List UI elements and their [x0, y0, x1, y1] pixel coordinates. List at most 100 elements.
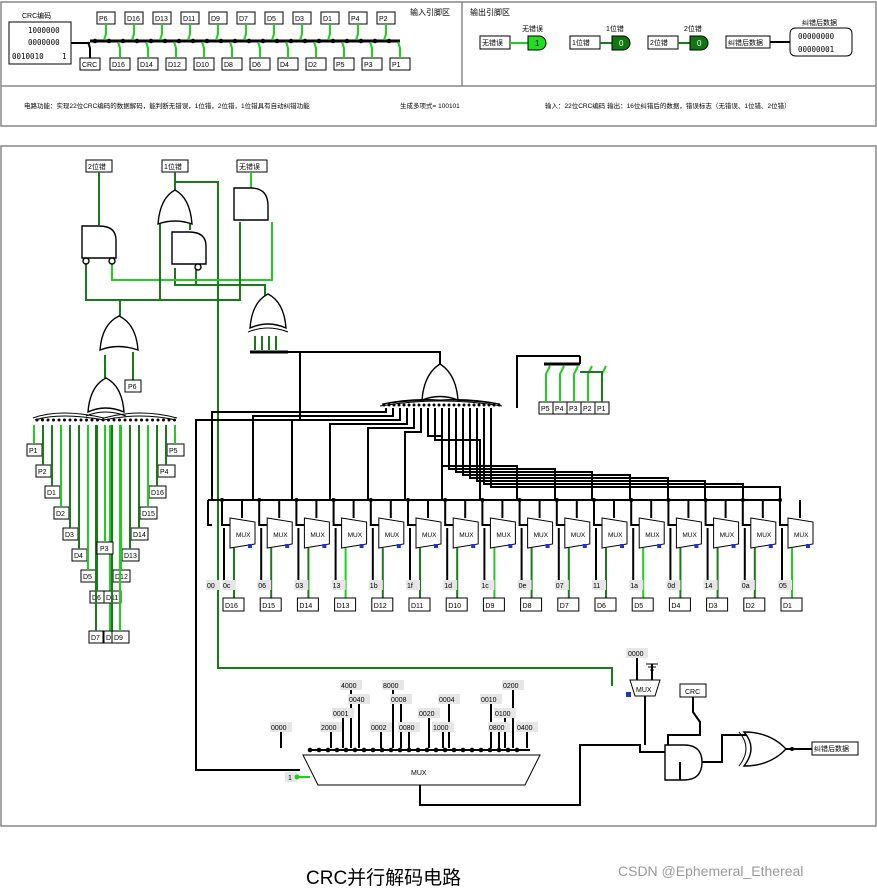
mux-bus-node-15 — [778, 498, 782, 502]
data-out-label-11: D5 — [634, 603, 643, 610]
tree-right-label-6: D12 — [115, 574, 128, 581]
crc-bits-row-1: 1000000 — [28, 26, 60, 35]
big-mux-const-3: 0040 — [349, 697, 365, 704]
status-label-0: 无错误 — [522, 24, 543, 33]
mux-const-0: 00 — [207, 583, 215, 590]
mux-6 — [452, 517, 479, 549]
mux-const-box-5 — [368, 580, 383, 590]
splitter-bottom-label: P1 — [392, 62, 401, 69]
data-out-tunnel-12 — [668, 597, 691, 612]
big-mux-const-15: 0800 — [489, 725, 505, 732]
splitter-node — [204, 38, 210, 44]
splitter-bottom-label: D10 — [196, 62, 209, 69]
tree-right-label-2: D16 — [151, 490, 164, 497]
mux-label-6: MUX — [459, 532, 474, 539]
data-out-label-4: D12 — [374, 603, 387, 610]
mux-const-box-4 — [331, 580, 346, 590]
mux-label-13: MUX — [720, 532, 735, 539]
mux-label-3: MUX — [348, 532, 363, 539]
decode-node — [477, 403, 481, 407]
mux-select-11 — [657, 544, 662, 548]
data-out-tunnel-10 — [594, 597, 617, 612]
big-mux-const-6: 0010 — [481, 697, 497, 704]
splitter-node — [302, 38, 308, 44]
splitter-top-wire — [299, 24, 303, 41]
mux-select-14 — [768, 544, 773, 548]
mux-const-15: 0a — [742, 583, 750, 590]
splitter-node — [190, 38, 196, 44]
splitter-top-wire — [131, 24, 135, 41]
mux-select-10 — [620, 544, 624, 548]
splitter-node — [148, 38, 154, 44]
caption: CRC并行解码电路 — [306, 867, 461, 889]
mux-select-9 — [582, 544, 587, 548]
tree-node — [101, 418, 105, 422]
data-out-label-15: D1 — [783, 603, 792, 610]
data-out-tunnel-7 — [482, 597, 505, 612]
crc-bits-row-4: 1 — [62, 52, 67, 61]
decode-node — [457, 403, 461, 407]
mux-bus-node-1 — [257, 498, 262, 502]
splitter-bottom-wire — [313, 41, 317, 58]
splitter-node — [232, 38, 238, 44]
data-out-label-3: D13 — [337, 603, 350, 610]
mux-1 — [266, 517, 293, 549]
tree-node — [145, 418, 149, 422]
mux-11 — [638, 517, 665, 549]
mux-bus-node-5 — [406, 498, 410, 502]
tunnel-output-data-text: 纠错后数据 — [814, 744, 849, 753]
error-logic: P6 — [81, 172, 613, 771]
mux-label-2: MUX — [310, 532, 325, 539]
mux-in-a-9 — [555, 500, 565, 526]
syndrome-label-4: P1 — [597, 406, 606, 413]
data-out-tunnel-15 — [780, 597, 803, 612]
mux-in-a-10 — [593, 500, 602, 526]
corrected-output-pin — [789, 27, 853, 57]
data-out-label-13: D3 — [709, 603, 718, 610]
mux-label-15: MUX — [794, 532, 809, 539]
splitter-top-wire — [271, 24, 275, 41]
decode-node — [417, 403, 421, 407]
tree-node — [123, 418, 127, 422]
mux-const-box-14 — [703, 580, 718, 590]
data-out-label-1: D15 — [262, 603, 275, 610]
mux-select-8 — [545, 544, 550, 548]
tree-right-label-5: D13 — [124, 553, 137, 560]
tree-right-label-9: D9 — [114, 635, 123, 642]
input-area-title: 输入引脚区 — [410, 7, 450, 17]
mux-bus-node-0 — [220, 498, 224, 502]
splitter-top-wire — [187, 24, 191, 41]
mux-bus-node-14 — [740, 498, 745, 502]
big-mux-const-box-3 — [348, 694, 370, 704]
big-mux-const-2: 0200 — [503, 683, 519, 690]
mux-select-0 — [248, 544, 252, 548]
syndrome-label-3: P2 — [583, 406, 592, 413]
syndrome-extra — [580, 371, 603, 402]
splitter-node — [358, 38, 364, 44]
io-desc-text: 输入：22位CRC编码 输出：16位纠错后的数据，错误标志（无错误、1位错、2位… — [545, 101, 791, 110]
mux-const-box-16 — [778, 580, 792, 590]
tree-node — [162, 418, 165, 422]
decode-wire-5 — [404, 408, 422, 500]
tree-center-label: P3 — [100, 546, 109, 553]
tree-left-label-6: D5 — [83, 574, 92, 581]
splitter-node — [134, 38, 140, 44]
splitter-bottom-label: CRC — [82, 62, 97, 69]
splitter-bottom-wire — [397, 41, 401, 58]
big-mux-const-box-16 — [516, 722, 538, 732]
mux-const-box-11 — [592, 580, 606, 590]
splitter-node — [386, 38, 392, 44]
crc-bits-row-2: 0000000 — [28, 38, 60, 47]
mux-const-box-15 — [740, 580, 755, 590]
decode-node — [432, 403, 436, 407]
crc-input-label: CRC编码 — [22, 11, 51, 20]
splitter-top-wire — [243, 24, 247, 41]
crc-input-pin[interactable] — [8, 21, 72, 65]
status-value-0: 1 — [535, 39, 540, 48]
mux-10 — [601, 517, 628, 549]
decode-wire-12 — [469, 408, 669, 500]
status-led-0 — [527, 35, 547, 51]
mux-const-box-0 — [206, 580, 220, 590]
splitter-bottom-label: P5 — [336, 62, 345, 69]
mux-9 — [564, 517, 591, 549]
